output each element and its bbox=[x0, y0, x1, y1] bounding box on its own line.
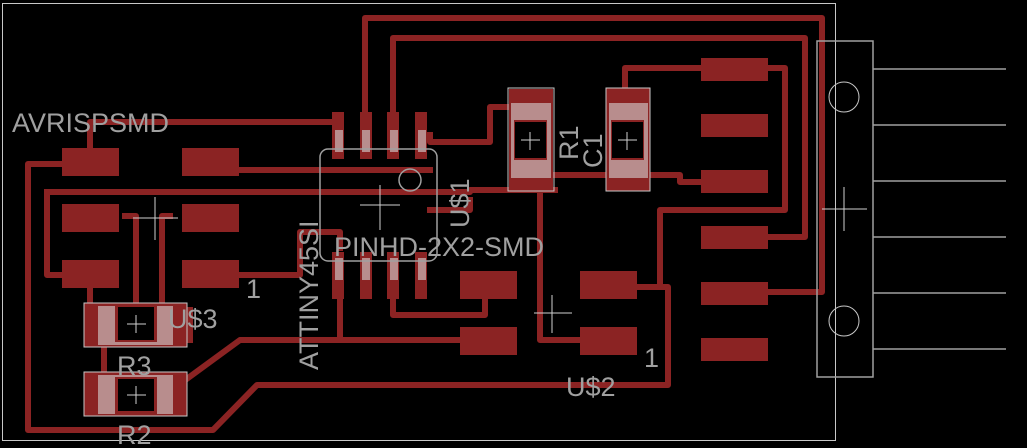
header-pad[interactable] bbox=[580, 271, 637, 299]
avrisp-pads bbox=[62, 148, 239, 288]
connector-pad[interactable] bbox=[701, 114, 768, 137]
header-origin-cross bbox=[534, 295, 572, 333]
connector-pad[interactable] bbox=[701, 338, 768, 361]
mcu-ref-label: U$1 bbox=[445, 178, 475, 228]
avrisp-pad[interactable] bbox=[182, 260, 239, 288]
avrisp-ref-label: U$3 bbox=[168, 304, 218, 334]
header-pad[interactable] bbox=[460, 271, 517, 299]
r3-ref-label: R3 bbox=[117, 351, 152, 381]
connector-pads bbox=[701, 58, 768, 361]
board-outline bbox=[2, 3, 836, 441]
r2-part bbox=[83, 371, 188, 417]
connector-pad[interactable] bbox=[701, 58, 768, 81]
header-ref-label: U$2 bbox=[566, 372, 616, 402]
header-pads bbox=[460, 271, 637, 355]
header-pad[interactable] bbox=[460, 327, 517, 355]
c1-part bbox=[605, 87, 651, 192]
c1-ref-label: C1 bbox=[578, 133, 608, 168]
avrisp-pad[interactable] bbox=[62, 148, 119, 176]
header-pin1-label: 1 bbox=[644, 343, 659, 373]
mcu-pins bbox=[332, 112, 427, 299]
traces bbox=[25, 15, 825, 433]
mcu-name-label: ATTINY45SI bbox=[294, 220, 324, 370]
avrisp-pad[interactable] bbox=[62, 204, 119, 232]
mcu-origin-cross bbox=[360, 185, 400, 230]
connector-pad[interactable] bbox=[701, 226, 768, 249]
mcu-pin1-marker bbox=[398, 168, 422, 192]
avrisp-pad[interactable] bbox=[62, 260, 119, 288]
r1-part bbox=[507, 87, 555, 192]
avrisp-origin-cross bbox=[133, 197, 178, 240]
avrisp-pad[interactable] bbox=[182, 204, 239, 232]
header-name-label: PINHD-2X2-SMD bbox=[334, 232, 544, 262]
mcu-body-outline bbox=[319, 148, 438, 262]
connector-pad[interactable] bbox=[701, 282, 768, 305]
connector-pad[interactable] bbox=[701, 170, 768, 193]
avrisp-pin1-label: 1 bbox=[246, 274, 261, 304]
r2-ref-label: R2 bbox=[117, 420, 152, 448]
connector-outline bbox=[816, 40, 1006, 378]
avrisp-pad[interactable] bbox=[182, 148, 239, 176]
avrisp-name-label: AVRISPSMD bbox=[12, 108, 169, 138]
header-pad[interactable] bbox=[580, 327, 637, 355]
r1-ref-label: R1 bbox=[554, 125, 584, 160]
r3-part bbox=[83, 302, 188, 348]
